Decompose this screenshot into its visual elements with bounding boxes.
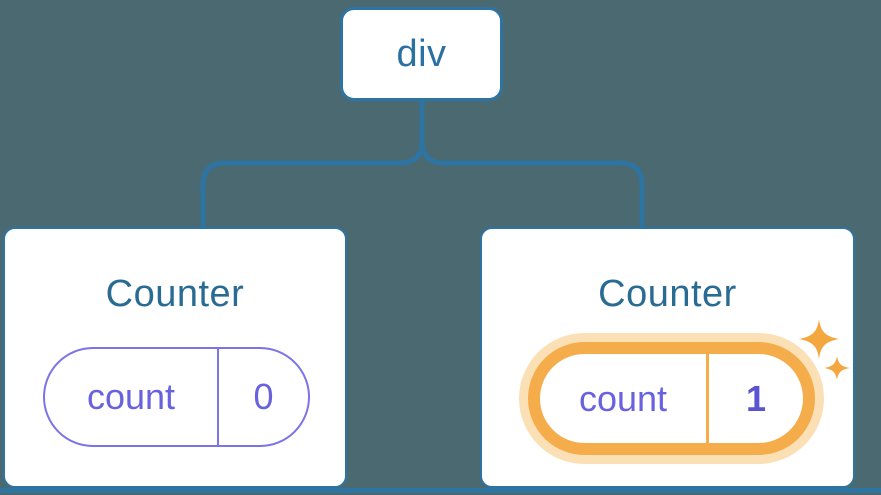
state-pill: count 0 [43, 347, 310, 447]
root-node-div: div [340, 7, 503, 101]
state-value: 1 [745, 377, 767, 419]
connector-right-branch [419, 101, 645, 229]
counter-card-left: Counter count 0 [3, 227, 347, 488]
state-pill-highlighted: count 1 [528, 342, 815, 455]
counter-title: Counter [598, 273, 737, 315]
counter-title: Counter [105, 273, 245, 315]
state-label: count [45, 349, 219, 445]
state-label: count [540, 354, 709, 443]
counter-card-right: Counter count 1 [480, 227, 855, 488]
state-value: 0 [253, 376, 274, 417]
root-node-label: div [396, 32, 447, 75]
sparkles-icon [799, 319, 850, 381]
connector-left-branch [200, 101, 425, 229]
state-pill-highlight-glow: count 1 [519, 333, 824, 464]
